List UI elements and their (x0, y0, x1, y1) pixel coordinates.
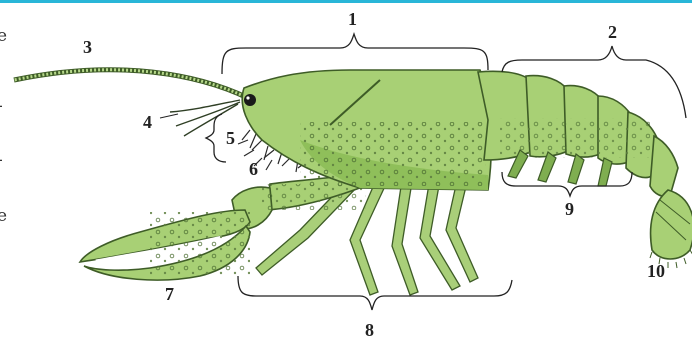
label-4: 4 (143, 112, 152, 132)
carapace (242, 70, 491, 190)
label-10: 10 (647, 261, 665, 281)
label-8: 8 (365, 320, 374, 340)
label-3: 3 (83, 37, 92, 57)
brace-1 (222, 34, 488, 74)
label-7: 7 (165, 284, 174, 304)
tail-fan (650, 190, 692, 268)
label-5: 5 (226, 128, 235, 148)
leader-4 (160, 114, 178, 118)
label-1: 1 (348, 9, 357, 29)
label-2: 2 (608, 22, 617, 42)
eye (244, 94, 256, 106)
antenna (14, 70, 248, 98)
label-6: 6 (249, 159, 258, 179)
claw (80, 210, 250, 280)
brace-9 (502, 172, 632, 196)
label-9: 9 (565, 199, 574, 219)
